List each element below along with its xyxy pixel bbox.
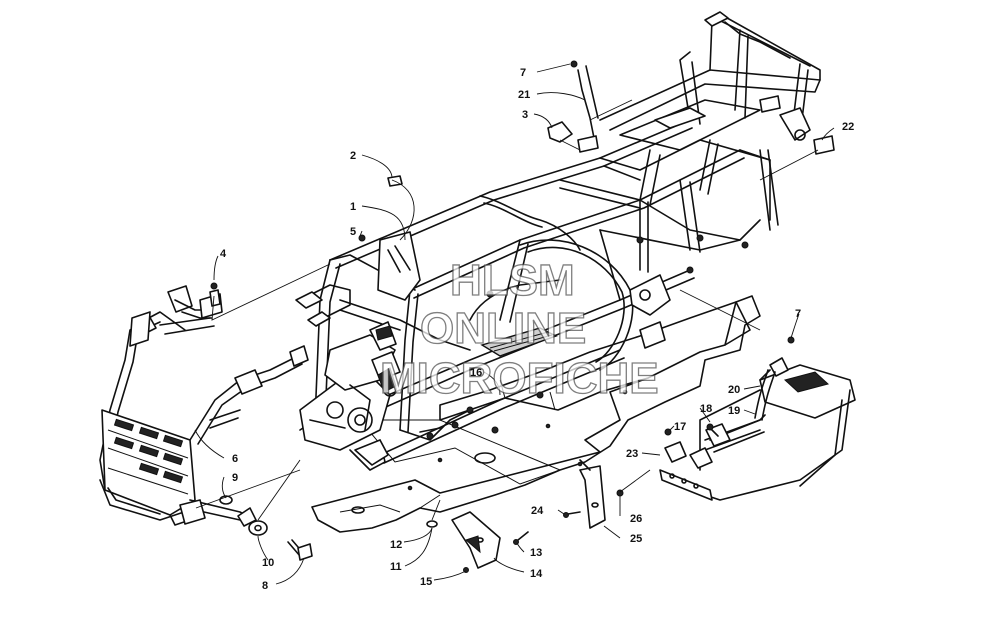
callout-9: 9 bbox=[232, 472, 238, 484]
callout-numbers: 7 21 3 22 2 1 5 4 7 16 20 18 19 17 23 6 … bbox=[220, 67, 854, 592]
callout-16: 16 bbox=[470, 367, 482, 379]
callout-12: 12 bbox=[390, 539, 402, 551]
callout-23: 23 bbox=[626, 448, 638, 460]
callout-14: 14 bbox=[530, 568, 543, 580]
callout-3: 3 bbox=[522, 109, 528, 121]
callout-10: 10 bbox=[262, 557, 274, 569]
rear-lower-brackets bbox=[563, 459, 624, 529]
callout-24: 24 bbox=[531, 505, 544, 517]
watermark-line-2: ONLINE bbox=[420, 304, 586, 353]
callout-4: 4 bbox=[220, 248, 227, 260]
callout-13: 13 bbox=[530, 547, 542, 559]
callout-5: 5 bbox=[350, 226, 356, 238]
callout-11: 11 bbox=[390, 561, 402, 573]
front-bumper bbox=[99, 285, 309, 526]
top-loose-parts bbox=[209, 60, 835, 307]
callout-6: 6 bbox=[232, 453, 238, 465]
main-frame bbox=[295, 11, 821, 471]
callout-21: 21 bbox=[518, 89, 530, 101]
callout-1: 1 bbox=[350, 201, 356, 213]
callout-8: 8 bbox=[262, 580, 268, 592]
rear-hitch-assembly bbox=[659, 336, 856, 501]
callout-26: 26 bbox=[630, 513, 642, 525]
callout-19: 19 bbox=[728, 405, 740, 417]
front-mount-hardware bbox=[219, 495, 313, 561]
callout-leaders bbox=[194, 63, 835, 585]
watermark-line-1: HLSM bbox=[450, 256, 575, 305]
callout-22: 22 bbox=[842, 121, 854, 133]
callout-18: 18 bbox=[700, 403, 712, 415]
callout-2: 2 bbox=[350, 150, 356, 162]
watermark: HLSM ONLINE MICROFICHE bbox=[379, 255, 659, 403]
callout-15: 15 bbox=[420, 576, 432, 588]
watermark-line-3: MICROFICHE bbox=[380, 354, 659, 403]
callout-17: 17 bbox=[674, 421, 686, 433]
callout-7-top: 7 bbox=[520, 67, 526, 79]
center-mount-bracket bbox=[426, 511, 529, 573]
callout-25: 25 bbox=[630, 533, 642, 545]
callout-20: 20 bbox=[728, 384, 740, 396]
callout-7-right: 7 bbox=[795, 308, 801, 320]
assembly-guide-lines bbox=[195, 99, 819, 521]
